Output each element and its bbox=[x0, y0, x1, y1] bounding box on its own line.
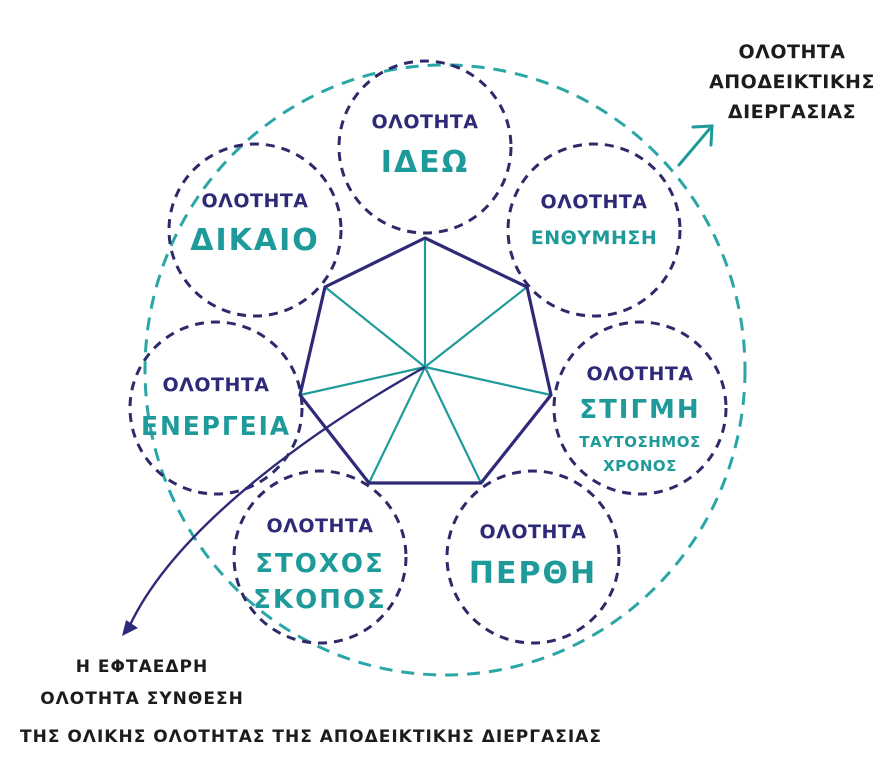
caption-line2: ΟΛΟΤΗΤΑ ΣΥΝΘΕΣΗ bbox=[40, 689, 244, 709]
circle-energeia bbox=[128, 320, 304, 496]
label-stigmi-sub2: ΧΡΟΝΟΣ bbox=[603, 457, 677, 475]
label-enthymisi-title: ΟΛΟΤΗΤΑ bbox=[540, 191, 647, 213]
label-energeia-word: ΕΝΕΡΓΕΙΑ bbox=[141, 412, 291, 442]
outer-dashed-circle bbox=[143, 63, 747, 677]
caption-arrow-curve bbox=[128, 365, 426, 626]
label-perthi-word: ΠΕΡΘΗ bbox=[469, 556, 597, 591]
label-stochos-word1: ΣΤΟΧΟΣ bbox=[255, 549, 385, 579]
circle-stigmi bbox=[552, 320, 728, 496]
label-stigmi-word: ΣΤΙΓΜΗ bbox=[579, 395, 700, 425]
spoke-6 bbox=[298, 365, 427, 397]
label-perthi: ΟΛΟΤΗΤΑ ΠΕΡΘΗ bbox=[469, 521, 597, 591]
label-stigmi: ΟΛΟΤΗΤΑ ΣΤΙΓΜΗ ΤΑΥΤΟΣΗΜΟΣ ΧΡΟΝΟΣ bbox=[579, 363, 700, 475]
label-enthymisi-word: ΕΝΘΥΜΗΣΗ bbox=[531, 227, 657, 249]
label-idea: ΟΛΟΤΗΤΑ ΙΔΕΩ bbox=[371, 111, 478, 180]
outer-label-line1: ΟΛΟΤΗΤΑ bbox=[738, 41, 845, 63]
label-idea-title: ΟΛΟΤΗΤΑ bbox=[371, 111, 478, 133]
caption-line3: ΤΗΣ ΟΛΙΚΗΣ ΟΛΟΤΗΤΑΣ ΤΗΣ ΑΠΟΔΕΙΚΤΙΚΗΣ ΔΙΕ… bbox=[20, 727, 602, 747]
circle-perthi bbox=[445, 469, 621, 645]
label-dikaio: ΟΛΟΤΗΤΑ ΔΙΚΑΙΟ bbox=[190, 190, 320, 258]
label-dikaio-word: ΔΙΚΑΙΟ bbox=[190, 223, 320, 258]
circle-enthymisi bbox=[506, 142, 682, 318]
label-enthymisi: ΟΛΟΤΗΤΑ ΕΝΘΥΜΗΣΗ bbox=[531, 191, 657, 249]
outer-arrow-head bbox=[691, 124, 714, 147]
circle-dikaio bbox=[167, 142, 343, 318]
label-idea-word: ΙΔΕΩ bbox=[381, 145, 469, 180]
label-dikaio-title: ΟΛΟΤΗΤΑ bbox=[201, 190, 308, 212]
outer-label: ΟΛΟΤΗΤΑ ΑΠΟΔΕΙΚΤΙΚΗΣ ΔΙΕΡΓΑΣΙΑΣ bbox=[709, 41, 875, 123]
circle-stochos bbox=[232, 469, 408, 645]
caption-arrow bbox=[122, 365, 426, 636]
label-stochos-title: ΟΛΟΤΗΤΑ bbox=[266, 515, 373, 537]
spoke-4 bbox=[423, 365, 483, 485]
label-energeia-title: ΟΛΟΤΗΤΑ bbox=[162, 374, 269, 396]
inner-circles bbox=[128, 59, 728, 645]
caption: Η ΕΦΤΑΕΔΡΗ ΟΛΟΤΗΤΑ ΣΥΝΘΕΣΗ ΤΗΣ ΟΛΙΚΗΣ ΟΛ… bbox=[20, 657, 602, 747]
label-energeia: ΟΛΟΤΗΤΑ ΕΝΕΡΓΕΙΑ bbox=[141, 374, 291, 442]
label-stigmi-title: ΟΛΟΤΗΤΑ bbox=[586, 363, 693, 385]
caption-arrow-head bbox=[122, 620, 138, 636]
heptagon bbox=[298, 236, 553, 485]
heptagon-outline bbox=[298, 236, 553, 485]
label-stigmi-sub1: ΤΑΥΤΟΣΗΜΟΣ bbox=[579, 433, 700, 451]
caption-line1: Η ΕΦΤΑΕΔΡΗ bbox=[76, 657, 208, 677]
spoke-7 bbox=[323, 285, 427, 369]
label-stochos: ΟΛΟΤΗΤΑ ΣΤΟΧΟΣ ΣΚΟΠΟΣ bbox=[253, 515, 387, 615]
heptagon-spokes bbox=[298, 236, 553, 485]
label-stochos-word2: ΣΚΟΠΟΣ bbox=[253, 585, 387, 615]
circle-idea bbox=[337, 59, 513, 235]
outer-label-line3: ΔΙΕΡΓΑΣΙΑΣ bbox=[728, 101, 856, 123]
spoke-3 bbox=[423, 365, 553, 397]
outer-label-line2: ΑΠΟΔΕΙΚΤΙΚΗΣ bbox=[709, 71, 875, 93]
label-perthi-title: ΟΛΟΤΗΤΑ bbox=[479, 521, 586, 543]
outer-arrow-shaft bbox=[677, 124, 714, 167]
spoke-2 bbox=[423, 285, 529, 369]
outer-arrow bbox=[677, 124, 714, 167]
spoke-5 bbox=[367, 365, 427, 485]
